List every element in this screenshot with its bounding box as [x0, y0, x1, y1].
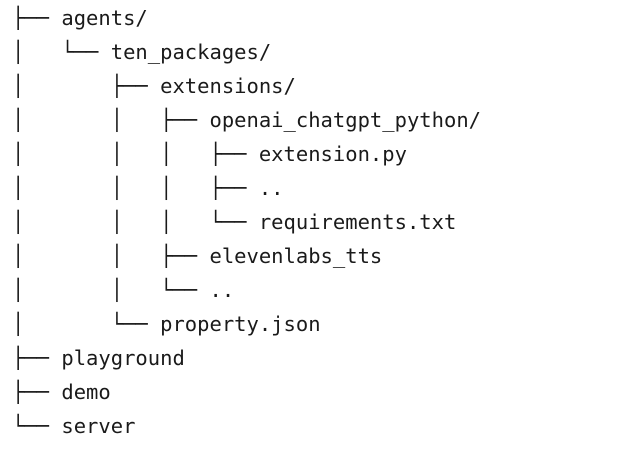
tree-line-ellipsis-1: │ │ │ ├── ..	[12, 176, 284, 200]
tree-line-extensions: │ ├── extensions/	[12, 74, 296, 98]
tree-line-demo: ├── demo	[12, 380, 111, 404]
tree-line-agents: ├── agents/	[12, 6, 148, 30]
tree-line-requirements-txt: │ │ │ └── requirements.txt	[12, 210, 457, 234]
tree-line-ellipsis-2: │ │ └── ..	[12, 278, 235, 302]
tree-line-openai-chatgpt-python: │ │ ├── openai_chatgpt_python/	[12, 108, 481, 132]
file-tree: ├── agents/ │ └── ten_packages/ │ ├── ex…	[12, 6, 481, 438]
tree-line-extension-py: │ │ │ ├── extension.py	[12, 142, 407, 166]
tree-line-server: └── server	[12, 414, 136, 438]
tree-line-ten-packages: │ └── ten_packages/	[12, 40, 272, 64]
tree-line-elevenlabs-tts: │ │ ├── elevenlabs_tts	[12, 244, 383, 268]
tree-line-playground: ├── playground	[12, 346, 185, 370]
tree-line-property-json: │ └── property.json	[12, 312, 321, 336]
